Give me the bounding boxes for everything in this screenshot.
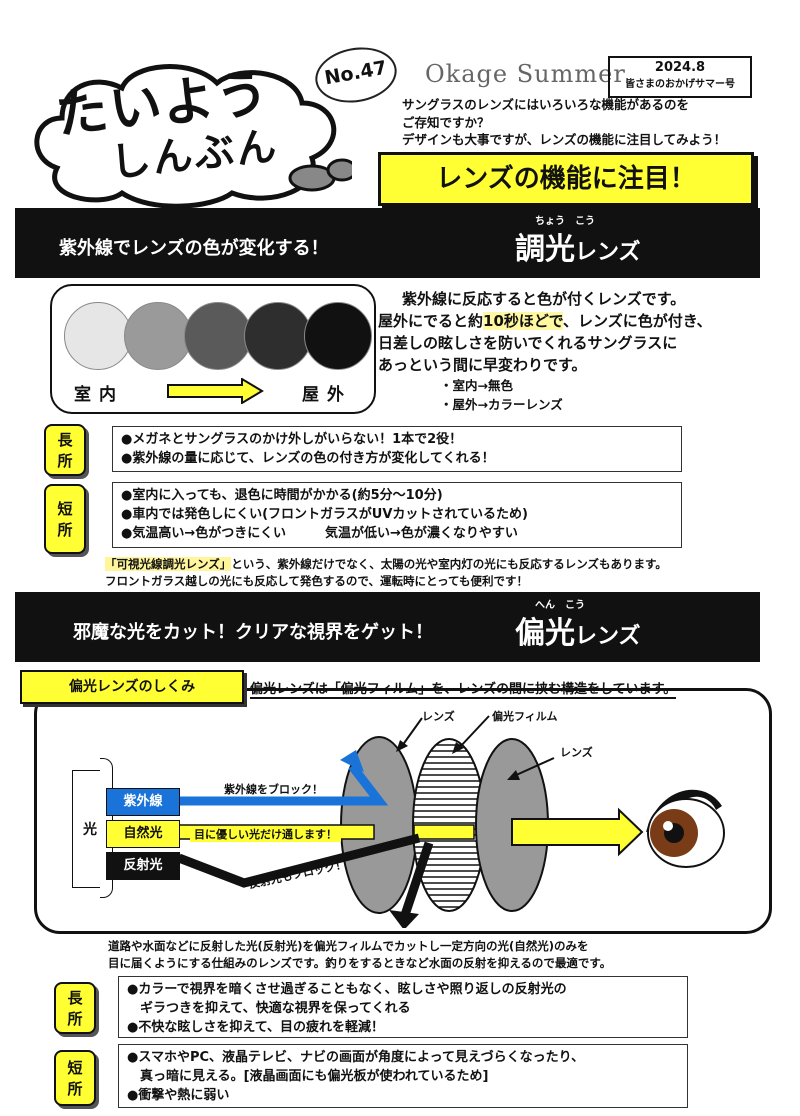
polarized-description: 道路や水面などに反射した光(反射光)を偏光フィルムでカットし一定方向の光(自然光…: [108, 938, 768, 972]
lens-dark-icon: [244, 302, 312, 370]
desc-line: 紫外線に反応すると色が付くレンズです。: [402, 290, 686, 308]
photochromic-description: 紫外線に反応すると色が付くレンズです。 屋外にでると約10秒ほどで、レンズに色が…: [378, 288, 758, 376]
note-highlight: 「可視光線調光レンズ」: [105, 557, 232, 571]
cons-item: ●気温高い→色がつきにくい 気温が低い→色が濃くなりやすい: [121, 526, 518, 541]
desc-line: 道路や水面などに反射した光(反射光)を偏光フィルムでカットし一定方向の光(自然光…: [108, 939, 589, 953]
cons-tag: 短所: [54, 1050, 96, 1106]
band-lens-name: 偏光レンズ: [515, 608, 641, 652]
lens-name-kana: レンズ: [575, 240, 641, 265]
uv-block-label: 紫外線をブロック！: [224, 783, 323, 796]
natural-light-arrow: [511, 807, 644, 857]
indoor-label: 室内: [74, 385, 124, 405]
intro-text: サングラスのレンズにはいろいろな機能があるのを ご存知ですか？ デザインも大事で…: [402, 96, 762, 149]
bullet-outdoor: ・屋外→カラーレンズ: [440, 397, 563, 412]
natural-light-label: 自然光: [106, 820, 180, 848]
date-box: 2024.8 皆さまのおかげサマー号: [608, 56, 752, 98]
cons-item: ●車内では発色しにくい(フロントガラスがUVカットされているため): [121, 507, 528, 522]
logo-cloud: [34, 64, 352, 208]
page-title: レンズの機能に注目！: [378, 152, 754, 206]
visible-light-note: 「可視光線調光レンズ」という、紫外線だけでなく、太陽の光や室内灯の光にも反応する…: [105, 556, 765, 590]
band-lead: 紫外線でレンズの色が変化する！: [59, 238, 329, 259]
cons-item: ●室内に入っても、退色に時間がかかる(約5分～10分): [121, 488, 443, 503]
cons-tag: 短所: [44, 484, 86, 554]
polarized-band: 邪魔な光をカット！クリアな視界をゲット！ へん こう 偏光レンズ: [15, 592, 760, 662]
pros-item: ●紫外線の量に応じて、レンズの色の付き方が変化してくれる！: [121, 451, 495, 466]
lens-left-label: レンズ: [422, 710, 455, 723]
lens-light-icon: [124, 302, 192, 370]
desc-line: 目に届くようにする仕組みのレンズです。釣りをするときなど水面の反射を抑えるので最…: [108, 956, 612, 970]
lens-name-kanji: 調光: [515, 232, 575, 267]
cons-box: ●室内に入っても、退色に時間がかかる(約5分～10分) ●車内では発色しにくい(…: [112, 482, 682, 548]
pros-item: ●カラーで視界を暗くさせ過ぎることもなく、眩しさや照り返しの反射光の: [127, 982, 567, 997]
desc-line: 日差しの眩しさを防いでくれるサングラスに: [378, 334, 678, 352]
lens-medium-icon: [184, 302, 252, 370]
film-label: 偏光フィルム: [492, 710, 558, 723]
pros-tag: 長所: [44, 424, 86, 476]
band-lens-name: 調光レンズ: [515, 224, 641, 268]
desc-line: あっという間に早変わりです。: [378, 356, 587, 374]
reflected-light-label: 反射光: [106, 852, 180, 880]
issue-date: 2024.8: [654, 60, 706, 75]
bullet-indoor: ・室内→無色: [440, 378, 513, 393]
photochromic-band: 紫外線でレンズの色が変化する！ ちょう こう 調光レンズ: [15, 208, 760, 278]
lens-name-kana: レンズ: [575, 624, 641, 649]
polarized-structure-text: 偏光レンズは「偏光フィルム」を、レンズの間に挟む構造をしています。: [250, 678, 677, 699]
intro-line: サングラスのレンズにはいろいろな機能があるのを: [402, 97, 690, 112]
desc-line: 屋外にでると約10秒ほどで、レンズに色が付き、: [378, 312, 712, 330]
pros-box: ●カラーで視界を暗くさせ過ぎることもなく、眩しさや照り返しの反射光の ギラつきを…: [118, 976, 688, 1038]
band-ruby: ちょう こう: [535, 216, 595, 227]
cons-item: ●スマホやPC、液晶テレビ、ナビの画面が角度によって見えづらくなったり、: [127, 1050, 585, 1065]
pros-box: ●メガネとサングラスのかけ外しがいらない！1本で2役！ ●紫外線の量に応じて、レ…: [112, 426, 682, 472]
pros-item: ●メガネとサングラスのかけ外しがいらない！1本で2役！: [121, 432, 463, 447]
intro-line: ご存知ですか？: [402, 114, 490, 130]
polarized-subhead: 偏光レンズのしくみ: [20, 670, 244, 704]
okage-summer-title: Okage Summer: [425, 60, 626, 88]
pros-item: ギラつきを抑えて、快適な視界を保ってくれる: [127, 1001, 411, 1016]
eye-icon: [646, 789, 725, 868]
band-lead: 邪魔な光をカット！クリアな視界をゲット！: [73, 622, 433, 643]
ten-seconds-highlight: 10秒ほどで: [483, 312, 563, 330]
lens-right-label: レンズ: [560, 746, 593, 759]
lens-name-kanji: 偏光: [515, 616, 575, 651]
reflect-arrow: [177, 833, 421, 888]
pros-tag: 長所: [54, 982, 96, 1034]
cons-box: ●スマホやPC、液晶テレビ、ナビの画面が角度によって見えづらくなったり、 真っ暗…: [118, 1044, 688, 1108]
band-ruby: へん こう: [535, 600, 585, 611]
cons-item: ●衝撃や熱に弱い: [127, 1088, 230, 1103]
photochromic-bullets: ・室内→無色 ・屋外→カラーレンズ: [440, 376, 563, 414]
lens-color-visual: 室内 屋外: [50, 284, 376, 414]
cons-item: 真っ暗に見える。[液晶画面にも偏光板が使われているため]: [127, 1069, 489, 1084]
uv-label: 紫外線: [106, 788, 180, 816]
polarized-diagram-frame: [34, 688, 772, 934]
note-line: フロントガラス越しの光にも反応して発色するので、運転時にとっても便利です！: [105, 574, 528, 588]
intro-line: デザインも大事ですが、レンズの機能に注目してみよう！: [402, 132, 727, 147]
outdoor-label: 屋外: [302, 385, 352, 405]
lens-darkest-icon: [304, 302, 372, 370]
natural-pass-label: 目に優しい光だけ通します！: [190, 826, 341, 842]
edition-name: 皆さまのおかげサマー号: [625, 79, 735, 90]
arrow-right-icon: [167, 378, 264, 404]
pros-item: ●不快な眩しさを抑えて、目の疲れを軽減！: [127, 1020, 385, 1035]
lens-clear-icon: [64, 302, 132, 370]
uv-arrow: [179, 763, 389, 806]
